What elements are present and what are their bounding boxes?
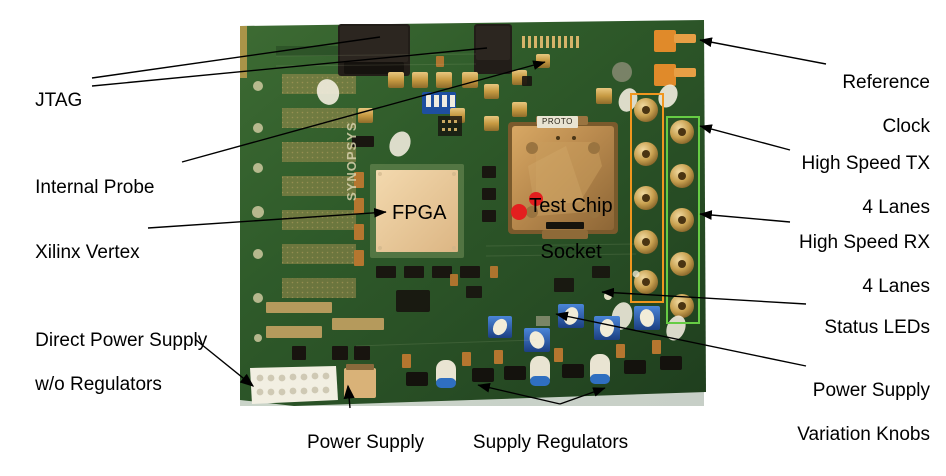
annotation-jtag: JTAG	[14, 68, 82, 134]
annotation-status-leds-line-1: Status LEDs	[824, 317, 930, 338]
annotation-high-speed-tx-line-2: 4 Lanes	[862, 197, 930, 218]
annotation-power-supply-knobs-line-2: Variation Knobs	[797, 424, 930, 445]
annotation-xilinx-vertex: Xilinx Vertex	[14, 220, 140, 286]
annotation-internal-probe-line-1: Internal Probe	[35, 177, 155, 198]
annotation-direct-power-supply-line-1: Direct Power Supply	[35, 330, 208, 351]
lead-status-leds	[601, 287, 807, 305]
test-chip-socket-line-1: Test Chip	[529, 195, 613, 217]
proto-socket-marking: PROTO	[537, 116, 578, 128]
annotation-supply-regulators: Supply Regulators	[440, 410, 640, 476]
annotation-direct-power-supply-line-2: w/o Regulators	[35, 374, 162, 395]
onboard-label-test-chip-socket: Test Chip Socket	[498, 172, 622, 287]
annotation-power-supply-line-1: Power Supply	[306, 432, 425, 453]
annotation-xilinx-vertex-line-1: Xilinx Vertex	[35, 242, 140, 263]
annotation-status-leds: Status LEDs	[730, 295, 930, 361]
lead-direct-power-supply	[195, 339, 255, 387]
annotation-power-supply-knobs: Power Supply Variation Knobs	[730, 358, 930, 468]
lead-reference-clock	[699, 37, 827, 65]
annotation-high-speed-rx-line-2: 4 Lanes	[862, 276, 930, 297]
pcb-photograph: PROTO SYNOPSYS	[236, 16, 708, 408]
lead-power-supply	[343, 384, 355, 409]
onboard-label-fpga: FPGA	[392, 202, 447, 224]
annotation-internal-probe: Internal Probe	[14, 155, 154, 221]
annotation-high-speed-rx-line-1: High Speed RX	[799, 232, 930, 253]
lead-jtag-1	[91, 36, 381, 79]
rx-lane-highlight-box	[666, 116, 700, 324]
lead-high-speed-rx	[699, 210, 791, 223]
lead-xilinx-vertex	[147, 207, 387, 229]
annotation-reference-clock-line-2: Clock	[882, 116, 930, 137]
annotation-direct-power-supply: Direct Power Supply w/o Regulators	[14, 308, 207, 418]
annotation-high-speed-tx-line-1: High Speed TX	[801, 153, 930, 174]
tx-lane-highlight-box	[630, 93, 664, 303]
lead-supply-regulators-1	[477, 382, 561, 405]
annotation-high-speed-rx: High Speed RX 4 Lanes	[730, 210, 930, 320]
figure-root: PROTO SYNOPSYS FPGA Test Chip Socket	[14, 16, 930, 453]
lead-high-speed-tx	[699, 124, 791, 151]
annotation-high-speed-tx: High Speed TX 4 Lanes	[730, 131, 930, 241]
annotation-supply-regulators-line-1: Supply Regulators	[472, 432, 629, 453]
annotation-reference-clock-line-1: Reference	[842, 72, 930, 93]
lead-jtag-2	[91, 47, 488, 87]
pcb-board-image	[240, 20, 706, 406]
test-chip-socket-line-2: Socket	[540, 241, 602, 263]
annotation-power-supply-knobs-line-1: Power Supply	[812, 380, 930, 401]
lead-internal-probe	[181, 60, 546, 163]
annotation-power-supply: Power Supply	[265, 410, 445, 476]
annotation-reference-clock: Reference Clock	[730, 50, 930, 160]
lead-supply-regulators-2	[559, 387, 606, 405]
lead-power-supply-knobs	[555, 311, 807, 367]
annotation-jtag-line-1: JTAG	[35, 90, 83, 111]
leader-lines	[91, 36, 827, 409]
